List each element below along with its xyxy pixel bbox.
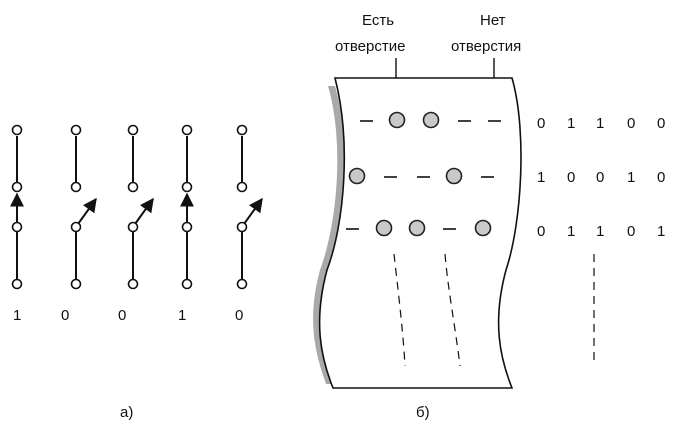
label-no-hole-line1: Нет (480, 12, 506, 29)
code-3-4: 0 (627, 223, 635, 240)
caption-a: а) (120, 404, 133, 421)
code-1-5: 0 (657, 115, 665, 132)
switch-1-state: 1 (13, 307, 21, 324)
tape-shadow (313, 86, 345, 384)
code-row-1: 0 1 1 0 0 (537, 115, 665, 132)
code-1-4: 0 (627, 115, 635, 132)
code-3-2: 1 (567, 223, 575, 240)
code-3-5: 1 (657, 223, 665, 240)
label-hole-line1: Есть (362, 12, 394, 29)
switch-5-state: 0 (235, 307, 243, 324)
code-3-1: 0 (537, 223, 545, 240)
switch-2-state: 0 (61, 307, 69, 324)
code-1-3: 1 (596, 115, 604, 132)
switch-4-closed (180, 124, 194, 290)
code-row-2: 1 0 0 1 0 (537, 169, 665, 186)
code-2-2: 0 (567, 169, 575, 186)
punched-tape-panel: Есть отверстие Нет отверстия (313, 12, 665, 421)
switch-panel: 1 0 0 1 0 а) (10, 124, 263, 421)
label-hole-line2: отверстие (335, 38, 405, 55)
switch-4-state: 1 (178, 307, 186, 324)
caption-b: б) (416, 404, 430, 421)
code-3-3: 1 (596, 223, 604, 240)
code-2-5: 0 (657, 169, 665, 186)
tape-row-2 (348, 167, 494, 185)
switch-3-open (127, 124, 154, 290)
label-no-hole-line2: отверстия (451, 38, 521, 55)
tape-row-3 (346, 219, 492, 237)
tape-continuation-2 (444, 253, 461, 367)
switch-1-closed (10, 124, 24, 290)
code-2-3: 0 (596, 169, 604, 186)
tape-continuation-1 (393, 253, 406, 367)
code-2-4: 1 (627, 169, 635, 186)
tape-row-1 (360, 111, 501, 129)
switch-2-open (70, 124, 97, 290)
code-row-3: 0 1 1 0 1 (537, 223, 665, 240)
code-2-1: 1 (537, 169, 545, 186)
switch-3-state: 0 (118, 307, 126, 324)
switch-5-open (236, 124, 263, 290)
code-1-1: 0 (537, 115, 545, 132)
code-1-2: 1 (567, 115, 575, 132)
